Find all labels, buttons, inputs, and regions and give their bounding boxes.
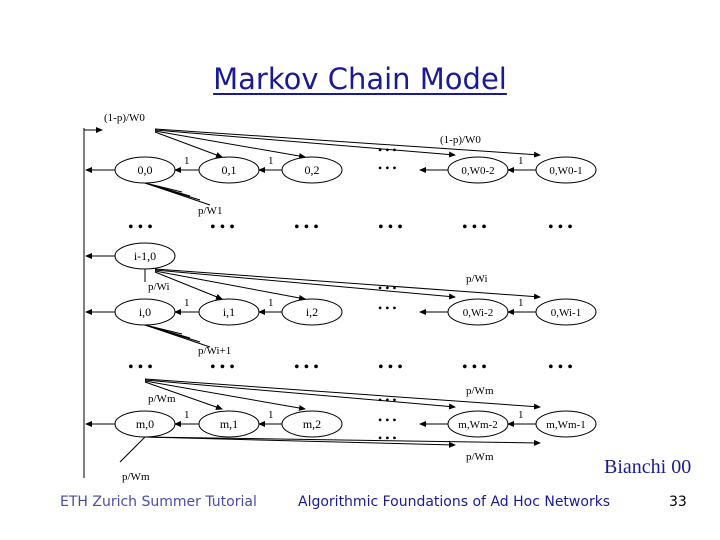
state-i-1-label: i,1 — [223, 305, 235, 319]
state-m-2-label: m,2 — [303, 417, 321, 431]
rowm-left-label: p/Wm — [148, 393, 176, 405]
svg-text:• • •: • • • — [378, 219, 403, 236]
state-m-Wm-2-label: m,Wm-2 — [458, 419, 497, 431]
svg-text:1: 1 — [518, 155, 524, 167]
state-m-0-label: m,0 — [136, 417, 154, 431]
svg-text:• • •: • • • — [128, 219, 153, 236]
state-i-0-label: i,0 — [139, 305, 151, 319]
state-0-2-label: 0,2 — [305, 163, 320, 177]
state-i-Wi-2-label: 0,Wi-2 — [463, 307, 493, 319]
svg-text:• • •: • • • — [378, 301, 397, 315]
svg-text:1: 1 — [268, 409, 274, 421]
rowm-right-bottom-label: p/Wm — [466, 451, 494, 463]
svg-text:• • •: • • • — [294, 219, 319, 236]
svg-text:• • •: • • • — [378, 431, 397, 445]
rowm-right-top-label: p/Wm — [466, 385, 494, 397]
row0-top-left-label: (1-p)/W0 — [104, 112, 145, 124]
row0-bottom-label: p/W1 — [198, 205, 222, 217]
state-i-Wi-1-label: 0,Wi-1 — [551, 307, 581, 319]
svg-text:• • •: • • • — [378, 281, 397, 295]
row0-top-right-label: (1-p)/W0 — [440, 134, 481, 146]
row-m: p/Wm p/Wm • • • • • • • • • m,0 m,1 m,2 … — [85, 378, 597, 483]
svg-text:• • •: • • • — [128, 359, 153, 376]
svg-text:• • •: • • • — [548, 359, 573, 376]
row0-dots-top: • • • — [378, 143, 397, 157]
state-m-Wm-1-label: m,Wm-1 — [546, 419, 585, 431]
svg-text:• • •: • • • — [378, 393, 397, 407]
svg-text:• • •: • • • — [210, 359, 235, 376]
svg-text:1: 1 — [268, 297, 274, 309]
svg-text:• • •: • • • — [462, 359, 487, 376]
svg-text:• • •: • • • — [294, 359, 319, 376]
rowm-bottom-label: p/Wm — [122, 471, 150, 483]
row-0: (1-p)/W0 (1-p)/W0 • • • • • • 0,0 0,1 0,… — [84, 112, 597, 217]
citation: Bianchi 00 — [604, 456, 692, 478]
state-0-0-label: 0,0 — [138, 163, 153, 177]
svg-text:• • •: • • • — [548, 219, 573, 236]
state-0-1-label: 0,1 — [222, 163, 237, 177]
svg-text:1: 1 — [184, 409, 190, 421]
slide-title: Markov Chain Model — [213, 62, 507, 96]
svg-text:1: 1 — [184, 297, 190, 309]
svg-text:• • •: • • • — [378, 413, 397, 427]
dots-band-2: • • • • • • • • • • • • • • • • • • — [128, 359, 573, 376]
rowi-right-label: p/Wi — [466, 273, 488, 285]
svg-text:• • •: • • • — [210, 219, 235, 236]
page-number: 33 — [669, 494, 687, 510]
state-0-W0-1-label: 0,W0-1 — [549, 165, 582, 177]
row-i-minus-1: i-1,0 — [85, 242, 176, 282]
state-0-W0-2-label: 0,W0-2 — [461, 165, 494, 177]
footer-center: Algorithmic Foundations of Ad Hoc Networ… — [298, 494, 611, 510]
svg-text:1: 1 — [268, 155, 274, 167]
svg-text:1: 1 — [184, 155, 190, 167]
svg-text:• • •: • • • — [462, 219, 487, 236]
row-i: p/Wi p/Wi • • • • • • i,0 i,1 i,2 0,Wi-2… — [85, 268, 597, 357]
svg-text:• • •: • • • — [378, 359, 403, 376]
rowi-bottom-label: p/Wi+1 — [198, 345, 231, 357]
svg-text:1: 1 — [518, 409, 524, 421]
footer-left: ETH Zurich Summer Tutorial — [60, 494, 257, 510]
state-m-1-label: m,1 — [220, 417, 238, 431]
svg-text:1: 1 — [518, 297, 524, 309]
row0-dots-mid: • • • — [378, 161, 397, 175]
dots-band-1: • • • • • • • • • • • • • • • • • • — [128, 219, 573, 236]
rowi-left-label: p/Wi — [148, 281, 170, 293]
state-i-2-label: i,2 — [306, 305, 318, 319]
state-i-1-0-label: i-1,0 — [134, 249, 156, 263]
